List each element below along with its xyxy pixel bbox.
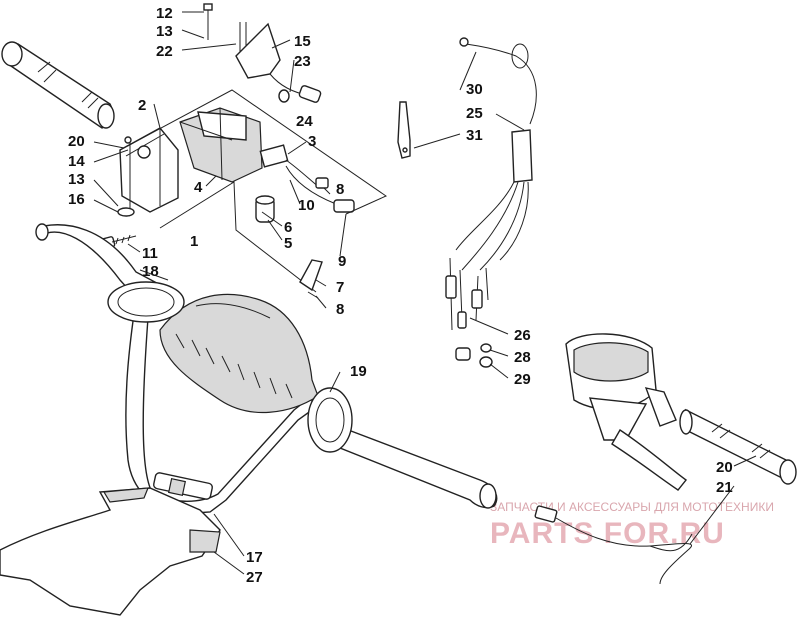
watermark: ЗАПЧАСТИ И АКСЕССУАРЫ ДЛЯ МОТОТЕХНИКИ PA… [490,500,774,550]
callout-21: 21 [716,479,733,496]
throttle-cable [445,37,537,331]
bar-clamp-left [107,281,185,323]
cable-bracket [299,259,323,299]
watermark-logo-text: PARTS FOR.RU [490,517,725,550]
callout-12: 12 [156,5,173,22]
watermark-tagline: ЗАПЧАСТИ И АКСЕССУАРЫ ДЛЯ МОТОТЕХНИКИ [490,500,774,514]
throttle-key-tool [397,101,411,159]
crossbar-pad [159,293,319,414]
callout-26: 26 [514,327,531,344]
callout-19: 19 [350,363,367,380]
throttle-housing-bracket [119,127,179,213]
callout-1: 1 [190,233,198,250]
callout-14: 14 [68,153,85,170]
callout-31: 31 [466,127,483,144]
throttle-housing [179,107,289,183]
switch-wires [285,159,355,213]
brake-switch-harness [534,505,693,585]
left-small-hardware [117,136,135,217]
assembly-outline [119,89,388,293]
callout-10: 10 [298,197,315,214]
brake-master-cylinder [565,333,688,491]
throttle-roller [255,195,275,223]
callout-4: 4 [194,179,203,196]
top-switch-bracket [203,3,322,103]
callout-17: 17 [246,549,263,566]
callout-28: 28 [514,349,531,366]
callout-5: 5 [284,235,292,252]
callout-9: 9 [338,253,346,270]
callout-8-lower: 8 [336,301,344,318]
bar-clamp-right [307,387,353,453]
handlebar-pad-cover [0,487,221,616]
callout-29: 29 [514,371,531,388]
cable-adjuster-parts [455,343,493,368]
callout-13-top: 13 [156,23,173,40]
callout-labels: 12 13 22 15 23 2 24 3 20 14 13 16 4 8 10… [68,5,733,586]
callout-11: 11 [142,245,158,262]
callout-25: 25 [466,105,483,122]
callout-7: 7 [336,279,344,296]
right-handlebar-grip [679,408,797,485]
callout-2: 2 [138,97,146,114]
callout-3: 3 [308,133,316,150]
leader-lines [93,11,757,575]
callout-6: 6 [284,219,292,236]
left-handlebar-grip [1,41,115,129]
callout-18: 18 [142,263,159,280]
callout-30: 30 [466,81,483,98]
callout-24: 24 [296,113,313,130]
callout-20-left: 20 [68,133,85,150]
callout-22: 22 [156,43,173,60]
lower-crossbar [153,472,213,500]
callout-27: 27 [246,569,263,586]
callout-20-right: 20 [716,459,733,476]
callout-23: 23 [294,53,311,70]
callout-15: 15 [294,33,311,50]
callout-16: 16 [68,191,85,208]
callout-8-upper: 8 [336,181,344,198]
callout-13-left: 13 [68,171,85,188]
